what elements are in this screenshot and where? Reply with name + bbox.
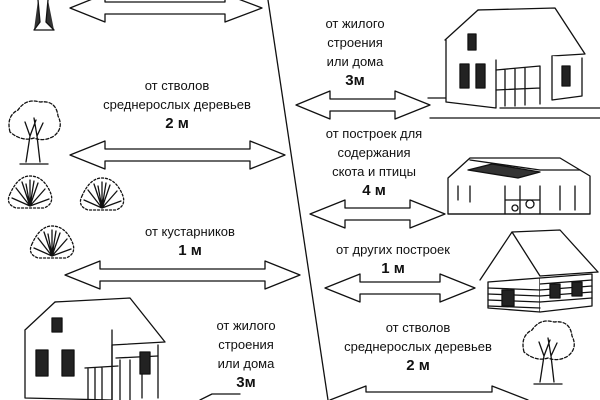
barn-right — [447, 157, 591, 215]
house-left — [24, 297, 166, 400]
log-cabin-right — [479, 229, 599, 313]
label-line: строения — [218, 337, 274, 352]
distance-value: 3м — [236, 374, 256, 391]
arrow-right-trunks — [329, 385, 529, 400]
label-left-house: от жилого строения или дома 3м — [198, 316, 294, 393]
label-right-trunks: от стволов среднерослых деревьев 2 м — [328, 318, 508, 376]
distance-value: 1 м — [381, 260, 405, 277]
label-line: от жилого — [325, 16, 385, 31]
arrow-left-trunks — [69, 140, 286, 170]
label-line: среднерослых деревьев — [344, 339, 492, 354]
bush-left-1 — [7, 175, 53, 209]
distance-value: 2 м — [165, 115, 189, 132]
label-line: от стволов — [385, 320, 451, 335]
label-line: от кустарников — [145, 224, 235, 239]
bush-left-3 — [29, 225, 75, 259]
tree-right — [522, 320, 575, 385]
distance-value: 1 м — [178, 242, 202, 259]
arrow-right-livestock — [309, 199, 446, 229]
label-line: содержания — [337, 145, 411, 160]
label-left-shrubs: от кустарников 1 м — [130, 222, 250, 261]
label-line: от жилого — [216, 318, 276, 333]
label-line: от других построек — [336, 242, 450, 257]
house-right — [427, 7, 600, 119]
label-line: или дома — [217, 356, 275, 371]
arrow-right-house — [295, 90, 431, 120]
arrow-left-shrubs — [64, 260, 301, 290]
distance-value: 4 м — [362, 182, 386, 199]
arrow-bottom-left — [199, 393, 241, 400]
label-line: скота и птицы — [332, 164, 416, 179]
label-line: или дома — [326, 54, 384, 69]
tree-trunk-top-left — [33, 0, 55, 31]
label-right-house: от жилого строения или дома 3м — [305, 14, 405, 91]
label-right-other: от других построек 1 м — [318, 240, 468, 279]
label-left-trunks: от стволов среднерослых деревьев 2 м — [88, 76, 266, 134]
distance-value: 2 м — [406, 357, 430, 374]
arrow-top-left — [69, 0, 263, 23]
arrow-right-other — [324, 273, 476, 303]
label-right-livestock: от построек для содержания скота и птицы… — [306, 124, 442, 201]
tree-left — [8, 100, 61, 165]
divider-line — [267, 0, 329, 400]
label-line: среднерослых деревьев — [103, 97, 251, 112]
label-line: от построек для — [325, 126, 423, 141]
distance-value: 3м — [345, 72, 365, 89]
label-line: строения — [327, 35, 383, 50]
bush-left-2 — [79, 177, 125, 211]
label-line: от стволов — [144, 78, 210, 93]
